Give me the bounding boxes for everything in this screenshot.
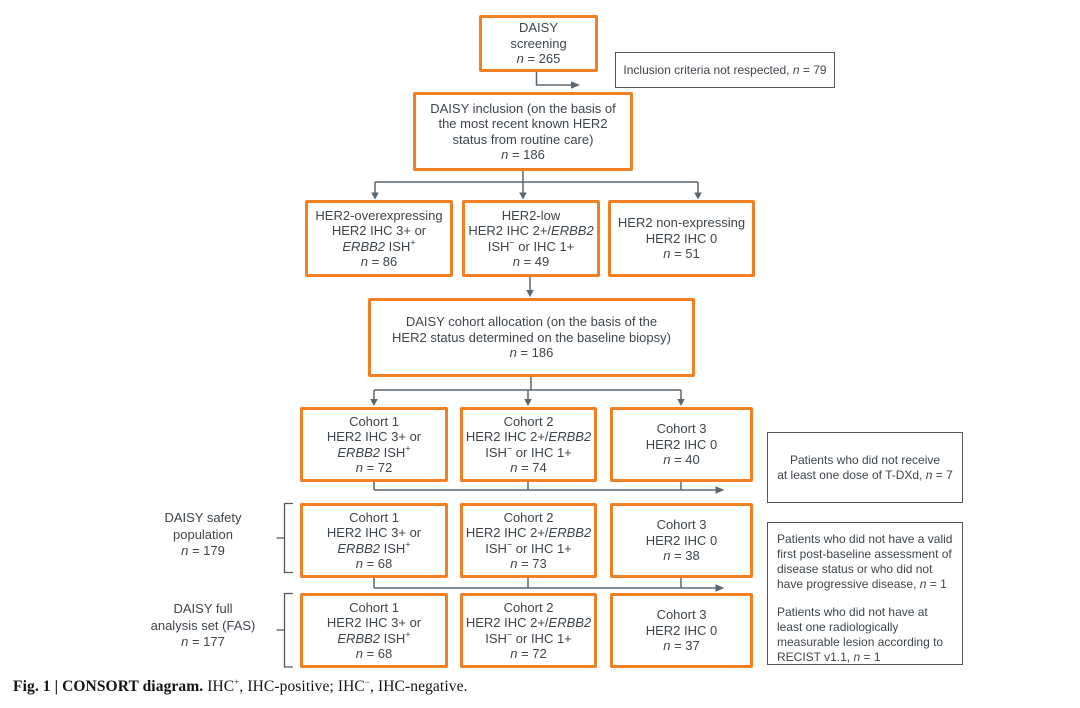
figure-caption: Fig. 1 | CONSORT diagram. IHC+, IHC-posi…: [13, 676, 468, 696]
bracket-fas: [276, 592, 293, 668]
side-label-full-analysis-set: DAISY full analysis set (FAS) n = 177: [150, 601, 256, 649]
side-label-safety-population: DAISY safety population n = 179: [164, 510, 242, 558]
box-safety-cohort2: Cohort 2 HER2 IHC 2+/ERBB2 ISH− or IHC 1…: [460, 503, 597, 578]
box-her2-overexpressing: HER2-overexpressing HER2 IHC 3+ or ERBB2…: [305, 200, 453, 277]
box-safety-cohort3: Cohort 3 HER2 IHC 0 n = 38: [610, 503, 753, 578]
box-fas-cohort2: Cohort 2 HER2 IHC 2+/ERBB2 ISH− or IHC 1…: [460, 593, 597, 668]
box-daisy-screening: DAISY screening n = 265: [479, 15, 598, 72]
box-alloc-cohort2: Cohort 2 HER2 IHC 2+/ERBB2 ISH− or IHC 1…: [460, 407, 597, 482]
figure-caption-legend: IHC+, IHC-positive; IHC−, IHC-negative.: [203, 676, 468, 695]
figure-caption-title: Fig. 1 | CONSORT diagram.: [13, 678, 204, 695]
box-her2-low: HER2-low HER2 IHC 2+/ERBB2 ISH− or IHC 1…: [462, 200, 600, 277]
box-alloc-cohort3: Cohort 3 HER2 IHC 0 n = 40: [610, 407, 753, 482]
box-exclusion-tdxd-dose: Patients who did not receive at least on…: [767, 432, 963, 503]
box-her2-non-expressing: HER2 non-expressing HER2 IHC 0 n = 51: [608, 200, 755, 277]
box-alloc-cohort1: Cohort 1 HER2 IHC 3+ or ERBB2 ISH+ n = 7…: [300, 407, 448, 482]
box-exclusion-inclusion-criteria: Inclusion criteria not respected, n = 79: [615, 52, 835, 88]
box-daisy-inclusion: DAISY inclusion (on the basis of the mos…: [413, 92, 633, 171]
box-exclusion-fas-criteria: Patients who did not have a valid first …: [767, 522, 963, 665]
bracket-safety: [276, 502, 293, 574]
box-fas-cohort3: Cohort 3 HER2 IHC 0 n = 37: [610, 593, 753, 668]
box-cohort-allocation: DAISY cohort allocation (on the basis of…: [368, 298, 695, 377]
box-fas-cohort1: Cohort 1 HER2 IHC 3+ or ERBB2 ISH+ n = 6…: [300, 593, 448, 668]
box-safety-cohort1: Cohort 1 HER2 IHC 3+ or ERBB2 ISH+ n = 6…: [300, 503, 448, 578]
